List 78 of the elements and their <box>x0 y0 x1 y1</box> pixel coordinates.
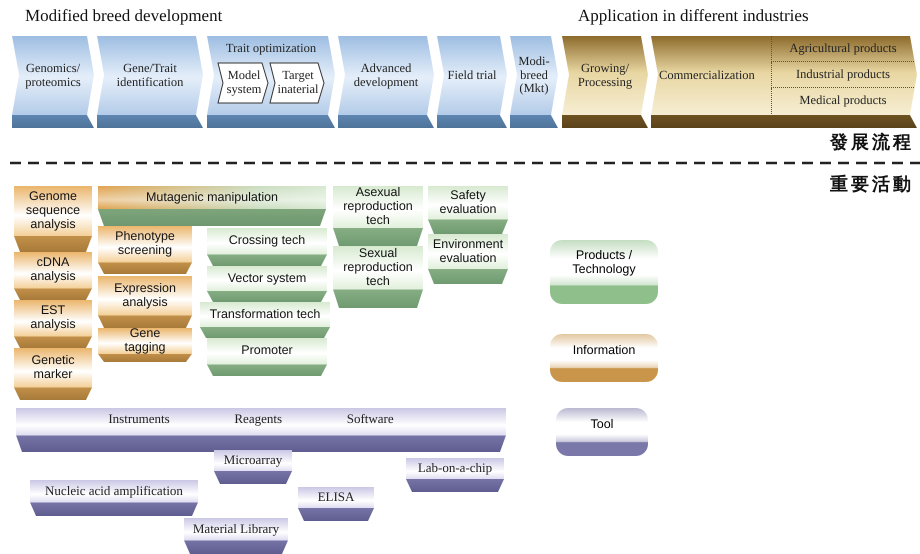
node-text: Material Library <box>192 522 280 536</box>
product-row <box>771 62 914 88</box>
stage-panel <box>338 36 434 128</box>
node-text: Genomics/ proteomics <box>24 62 82 90</box>
section-heading: Modified breed development <box>25 6 222 26</box>
technology-box <box>207 228 327 266</box>
node-text: Target inaterial <box>277 69 319 97</box>
information-box <box>98 328 192 362</box>
information-box <box>98 226 192 274</box>
stage-panel <box>12 36 94 128</box>
technology-box <box>428 186 508 234</box>
information-box <box>14 186 92 252</box>
information-box <box>14 348 92 400</box>
stage-panel <box>97 36 203 128</box>
tool-box <box>30 480 198 516</box>
section-label: 發展流程 <box>830 131 914 154</box>
node-text: Environment evaluation <box>432 238 504 266</box>
technology-box <box>207 338 327 376</box>
section-heading: Application in different industries <box>578 6 809 26</box>
stage-panel <box>437 36 507 128</box>
technology-box <box>333 186 423 246</box>
node-text: EST analysis <box>29 304 77 332</box>
node-text: Reagents <box>234 412 282 426</box>
node-text: Phenotype screening <box>114 230 176 258</box>
legend-label: Information <box>572 344 636 358</box>
information-box <box>14 252 92 300</box>
legend-label: Tool <box>590 418 614 432</box>
sub-step-tab <box>269 62 325 104</box>
node-text: Sexual reproduction tech <box>342 247 414 288</box>
sub-step-tab <box>217 62 269 104</box>
section-label: 重要活動 <box>830 173 914 196</box>
node-text: Vector system <box>228 272 306 286</box>
node-text: Industrial products <box>796 68 890 82</box>
node-text: Mutagenic manipulation <box>146 190 278 204</box>
product-row <box>771 36 914 62</box>
node-text: Crossing tech <box>228 234 306 248</box>
technology-box <box>207 266 327 302</box>
stage-panel <box>510 36 558 128</box>
node-text: cDNA analysis <box>29 256 77 284</box>
node-text: Safety evaluation <box>438 189 498 217</box>
tool-box <box>298 487 374 521</box>
information-box <box>98 276 192 328</box>
node-text: Transformation tech <box>210 308 320 322</box>
node-text: Field trial <box>448 68 496 82</box>
technology-box <box>200 302 330 338</box>
node-text: Modi- breed (Mkt) <box>517 54 551 96</box>
node-text: Trait optimization <box>226 42 316 56</box>
node-text: Instruments <box>108 412 170 426</box>
legend-label: Products / Technology <box>571 249 637 277</box>
technology-box <box>333 246 423 308</box>
tool-box <box>184 518 288 554</box>
tool-box <box>406 458 504 492</box>
node-text: Nucleic acid amplification <box>45 484 183 498</box>
node-text: Gene/Trait identification <box>116 62 184 90</box>
node-text: Model system <box>226 69 262 97</box>
node-text: Commercialization <box>659 68 755 82</box>
node-text: Software <box>346 412 394 426</box>
node-text: Lab-on-a-chip <box>418 461 492 476</box>
node-text: Genetic marker <box>30 354 76 382</box>
node-text: Promoter <box>241 344 293 358</box>
stage-panel <box>207 36 335 128</box>
tool-box <box>214 450 292 484</box>
node-text: Genome sequence analysis <box>26 190 80 232</box>
application-panel <box>651 36 917 128</box>
node-text: Asexual reproduction tech <box>342 186 414 228</box>
node-text: Gene tagging <box>123 327 166 355</box>
node-text: Expression analysis <box>113 282 177 310</box>
node-text: Medical products <box>799 94 887 108</box>
technology-box <box>428 234 508 284</box>
node-text: Agricultural products <box>789 42 897 56</box>
node-text: Advanced development <box>352 62 420 90</box>
node-text: Microarray <box>224 453 282 468</box>
technology-box <box>98 186 326 226</box>
node-text: ELISA <box>318 490 354 505</box>
tool-box <box>16 408 506 452</box>
node-text: Growing/ Processing <box>576 62 634 90</box>
information-box <box>14 300 92 348</box>
application-panel <box>562 36 648 128</box>
